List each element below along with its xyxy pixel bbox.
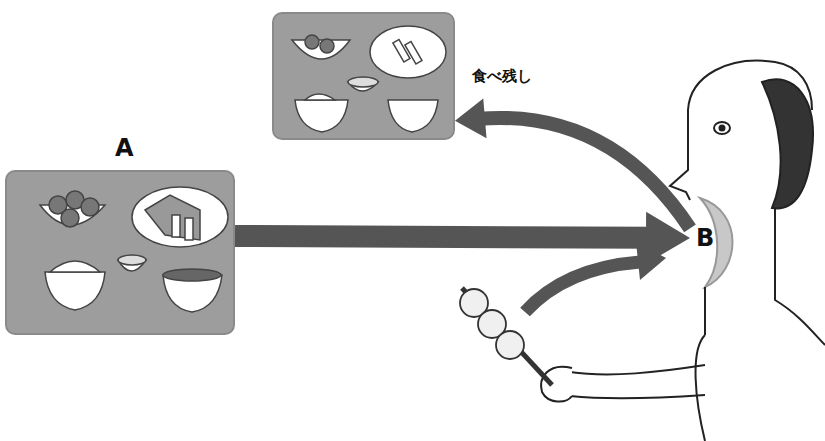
back <box>775 208 825 345</box>
arrow-line <box>235 236 655 238</box>
hand <box>541 367 572 402</box>
dango-ball <box>460 289 488 317</box>
pupil <box>720 126 725 131</box>
node-label: 食べ残し <box>472 67 532 86</box>
neck <box>704 287 706 335</box>
snack-arrow-line <box>525 262 640 312</box>
person <box>541 61 825 441</box>
flow-arrow <box>235 212 690 264</box>
face-profile <box>670 110 690 200</box>
dango-skewer <box>460 288 552 385</box>
node-label: B <box>696 224 714 252</box>
skewer-stick <box>462 288 552 385</box>
arm-top <box>570 365 705 374</box>
arrow-line <box>479 118 690 228</box>
arrow-head <box>455 98 487 138</box>
mouth-point: B <box>690 222 722 254</box>
arrow-head <box>646 212 690 264</box>
arm-bottom <box>570 395 705 398</box>
dango-ball <box>478 310 506 338</box>
dango-ball <box>496 331 524 359</box>
snack-arrow <box>525 242 666 312</box>
hair <box>762 79 813 208</box>
node-label: A <box>115 134 134 162</box>
eye <box>714 122 730 134</box>
head-top <box>688 61 812 110</box>
snack-arrow-head <box>636 242 666 280</box>
leftover-tray: 食べ残し <box>272 12 455 140</box>
flow-arrow <box>455 98 690 228</box>
chest <box>696 335 705 441</box>
meal-tray: A <box>5 170 235 335</box>
